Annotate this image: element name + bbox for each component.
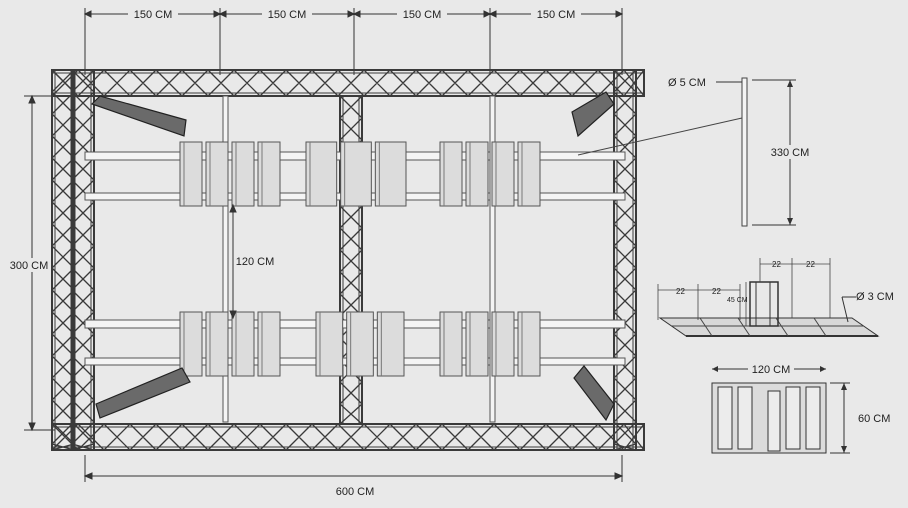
panel-group-upper-2 [305,141,407,207]
segment-label-4: 150 CM [537,9,576,21]
panel-group-upper-1 [179,141,281,207]
brace-bottom-right [573,365,615,422]
inner-height-label: 120 CM [236,256,275,268]
spacing-label-2: 22 [712,287,721,296]
small-height-label: 45 CM [727,297,748,304]
panel-height-label: 60 CM [858,413,890,425]
spacing-label-3: 22 [772,260,781,269]
pole-height-label: 330 CM [771,147,810,159]
segment-label-1: 150 CM [134,9,173,21]
brace-bottom-left [95,367,191,419]
pole-detail: Ø 5 CM 330 CM [668,77,814,227]
truss-frame [51,69,645,451]
panel-group-lower-1 [179,311,281,377]
corner-braces [90,91,615,422]
total-width-label: 600 CM [336,486,375,498]
pole-shape [741,77,748,227]
total-height-label: 300 CM [10,260,49,272]
vertical-poles [222,95,496,423]
leader-line [577,117,743,156]
panel-groups [179,141,541,377]
panel-width-label: 120 CM [752,364,791,376]
spacing-label-4: 22 [806,260,815,269]
panel-group-upper-3 [439,141,541,207]
top-segment-labels: 150 CM 150 CM 150 CM 150 CM [128,6,581,21]
platform-detail: 22 22 22 22 45 CM Ø 3 CM [657,258,894,337]
brace-top-left [90,95,187,137]
left-inner-truss [71,69,95,451]
tube-diameter-label: Ø 3 CM [856,291,894,303]
right-outer-truss [613,69,637,451]
panel-detail: 120 CM 60 CM [711,362,890,454]
segment-label-2: 150 CM [268,9,307,21]
spacing-label-1: 22 [676,287,685,296]
top-truss [51,69,645,97]
left-outer-truss [51,69,75,451]
panel-group-lower-2 [315,311,405,377]
inner-height-dimension [229,203,237,320]
pole-diameter-label: Ø 5 CM [668,77,706,89]
brace-top-right [571,91,615,138]
bottom-truss [51,423,645,451]
panel-group-lower-3 [439,311,541,377]
segment-label-3: 150 CM [403,9,442,21]
width-dimension-line [83,455,624,482]
